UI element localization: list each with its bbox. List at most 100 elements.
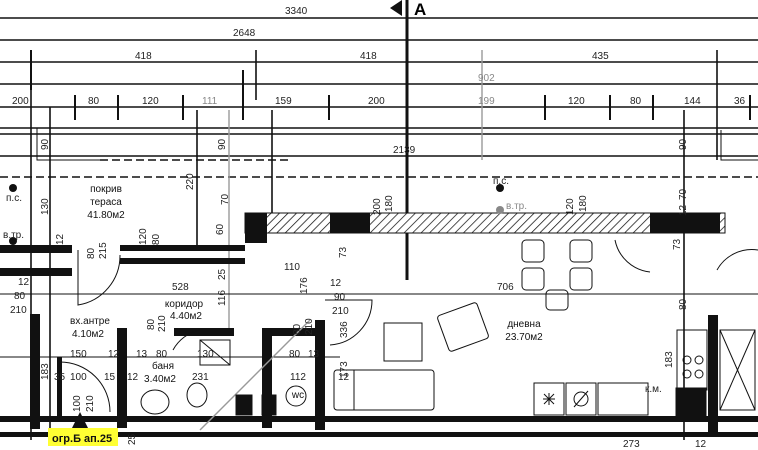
dim-label: 80 xyxy=(151,233,162,245)
dim-label: 528 xyxy=(172,282,189,293)
room-name: дневна xyxy=(507,319,541,330)
marker-label: п.с. xyxy=(6,193,22,204)
room-area: 23.70м2 xyxy=(505,332,543,343)
washer-icon xyxy=(573,390,589,408)
room-name: покрив xyxy=(90,184,122,195)
dim-label: 12 xyxy=(678,204,689,216)
dim-label: 120 xyxy=(565,198,576,215)
dim-label: 12 xyxy=(55,233,66,245)
dim-label: 90 xyxy=(40,138,51,150)
room-labels: покрив тераса 41.80м2 коридор 4.40м2 вх.… xyxy=(70,184,543,401)
dim-label: 13 xyxy=(308,349,320,360)
marker-label: п.с. xyxy=(493,176,509,187)
apartment-label-text: огр.Б ап.25 xyxy=(52,433,112,445)
dim-label: 116 xyxy=(217,290,228,306)
dim-label: 273 xyxy=(623,439,640,450)
room-roof-terrace: покрив тераса 41.80м2 xyxy=(87,184,125,221)
dim-label: 200 xyxy=(12,96,29,107)
apartment-label: огр.Б ап.25 xyxy=(48,412,118,446)
walls xyxy=(0,212,758,437)
dim-label: 3340 xyxy=(285,6,308,17)
dim-label: 159 xyxy=(275,96,292,107)
dim-label: 231 xyxy=(192,372,209,383)
dim-label: 12 xyxy=(18,277,30,288)
section-mark-label: A xyxy=(414,0,426,19)
dim-label: 200 xyxy=(372,198,383,215)
dim-label: 80 xyxy=(678,298,689,310)
dim-label: 173 xyxy=(339,361,350,378)
dim-label: 90 xyxy=(678,138,689,150)
dim-label: 12 xyxy=(330,278,342,289)
dim-label: 80 xyxy=(292,323,303,335)
section-mark-a: A xyxy=(390,0,426,280)
dim-label: 73 xyxy=(672,238,683,250)
dim-label: 183 xyxy=(664,351,675,368)
dim-label: 110 xyxy=(284,262,300,273)
dim-label: 90 xyxy=(217,138,228,150)
dim-label: 12 xyxy=(338,372,350,383)
dim-label: 2139 xyxy=(393,145,416,156)
dim-label: 144 xyxy=(684,96,701,107)
dim-label: 12 xyxy=(108,349,120,360)
dim-label: 120 xyxy=(568,96,585,107)
dim-label: 80 xyxy=(86,247,97,259)
dim-label: 220 xyxy=(185,173,196,190)
dim-label: 73 xyxy=(338,246,349,258)
dim-label: 180 xyxy=(578,195,589,212)
dim-label: 210 xyxy=(85,395,96,412)
room-area: 4.40м2 xyxy=(170,311,202,322)
dim-label: 12 xyxy=(127,372,139,383)
dim-label: 210 xyxy=(304,318,315,335)
dim-label: 183 xyxy=(40,363,51,380)
room-name: тераса xyxy=(90,197,122,208)
room-name: коридор xyxy=(165,299,204,310)
dim-label: 180 xyxy=(384,195,395,212)
dim-label: 706 xyxy=(497,282,514,293)
dim-label: 215 xyxy=(98,242,109,259)
dim-label: 70 xyxy=(678,188,689,200)
dim-label: 2648 xyxy=(233,28,256,39)
dim-label: 199 xyxy=(478,96,495,107)
dim-label: 80 xyxy=(289,349,301,360)
markers: п.с. в.тр. п.с. в.тр. к.м. xyxy=(3,176,662,395)
room-corridor: коридор 4.40м2 xyxy=(165,299,204,322)
dim-label: 90 xyxy=(334,292,346,303)
dim-label: 35 xyxy=(54,372,66,383)
dim-label: 210 xyxy=(10,305,27,316)
room-entrance: вх.антре 4.10м2 xyxy=(70,316,110,340)
dim-label: 130 xyxy=(197,349,214,360)
room-area: 3.40м2 xyxy=(144,374,176,385)
dim-label: 120 xyxy=(142,96,159,107)
dim-label: 418 xyxy=(135,51,152,62)
doors xyxy=(59,239,758,413)
dim-label: 176 xyxy=(299,277,310,294)
room-name: вх.антре xyxy=(70,316,110,327)
dim-label: 25 xyxy=(217,268,228,280)
dim-label: 80 xyxy=(14,291,26,302)
dim-label: 60 xyxy=(215,223,226,235)
marker-label: в.тр. xyxy=(506,201,527,212)
dim-label: 36 xyxy=(734,96,746,107)
dim-label: 111 xyxy=(202,96,218,107)
dim-label: 418 xyxy=(360,51,377,62)
dim-label: 435 xyxy=(592,51,609,62)
dim-label: 210 xyxy=(332,306,349,317)
dim-label: 150 xyxy=(70,349,87,360)
dim-label: 80 xyxy=(630,96,642,107)
dim-label: 120 xyxy=(138,228,149,245)
dim-label: 15 xyxy=(104,372,116,383)
dim-label: 210 xyxy=(157,315,168,332)
marker-label: в.тр. xyxy=(3,230,24,241)
dim-label: 12 xyxy=(695,439,707,450)
room-name: wc xyxy=(291,390,304,401)
dim-label: 200 xyxy=(368,96,385,107)
dim-label: 80 xyxy=(88,96,100,107)
dim-label: 902 xyxy=(478,73,495,84)
dim-label: 130 xyxy=(40,198,51,215)
furniture xyxy=(140,239,756,417)
dim-label: 80 xyxy=(146,318,157,330)
freezer-icon xyxy=(543,393,555,405)
